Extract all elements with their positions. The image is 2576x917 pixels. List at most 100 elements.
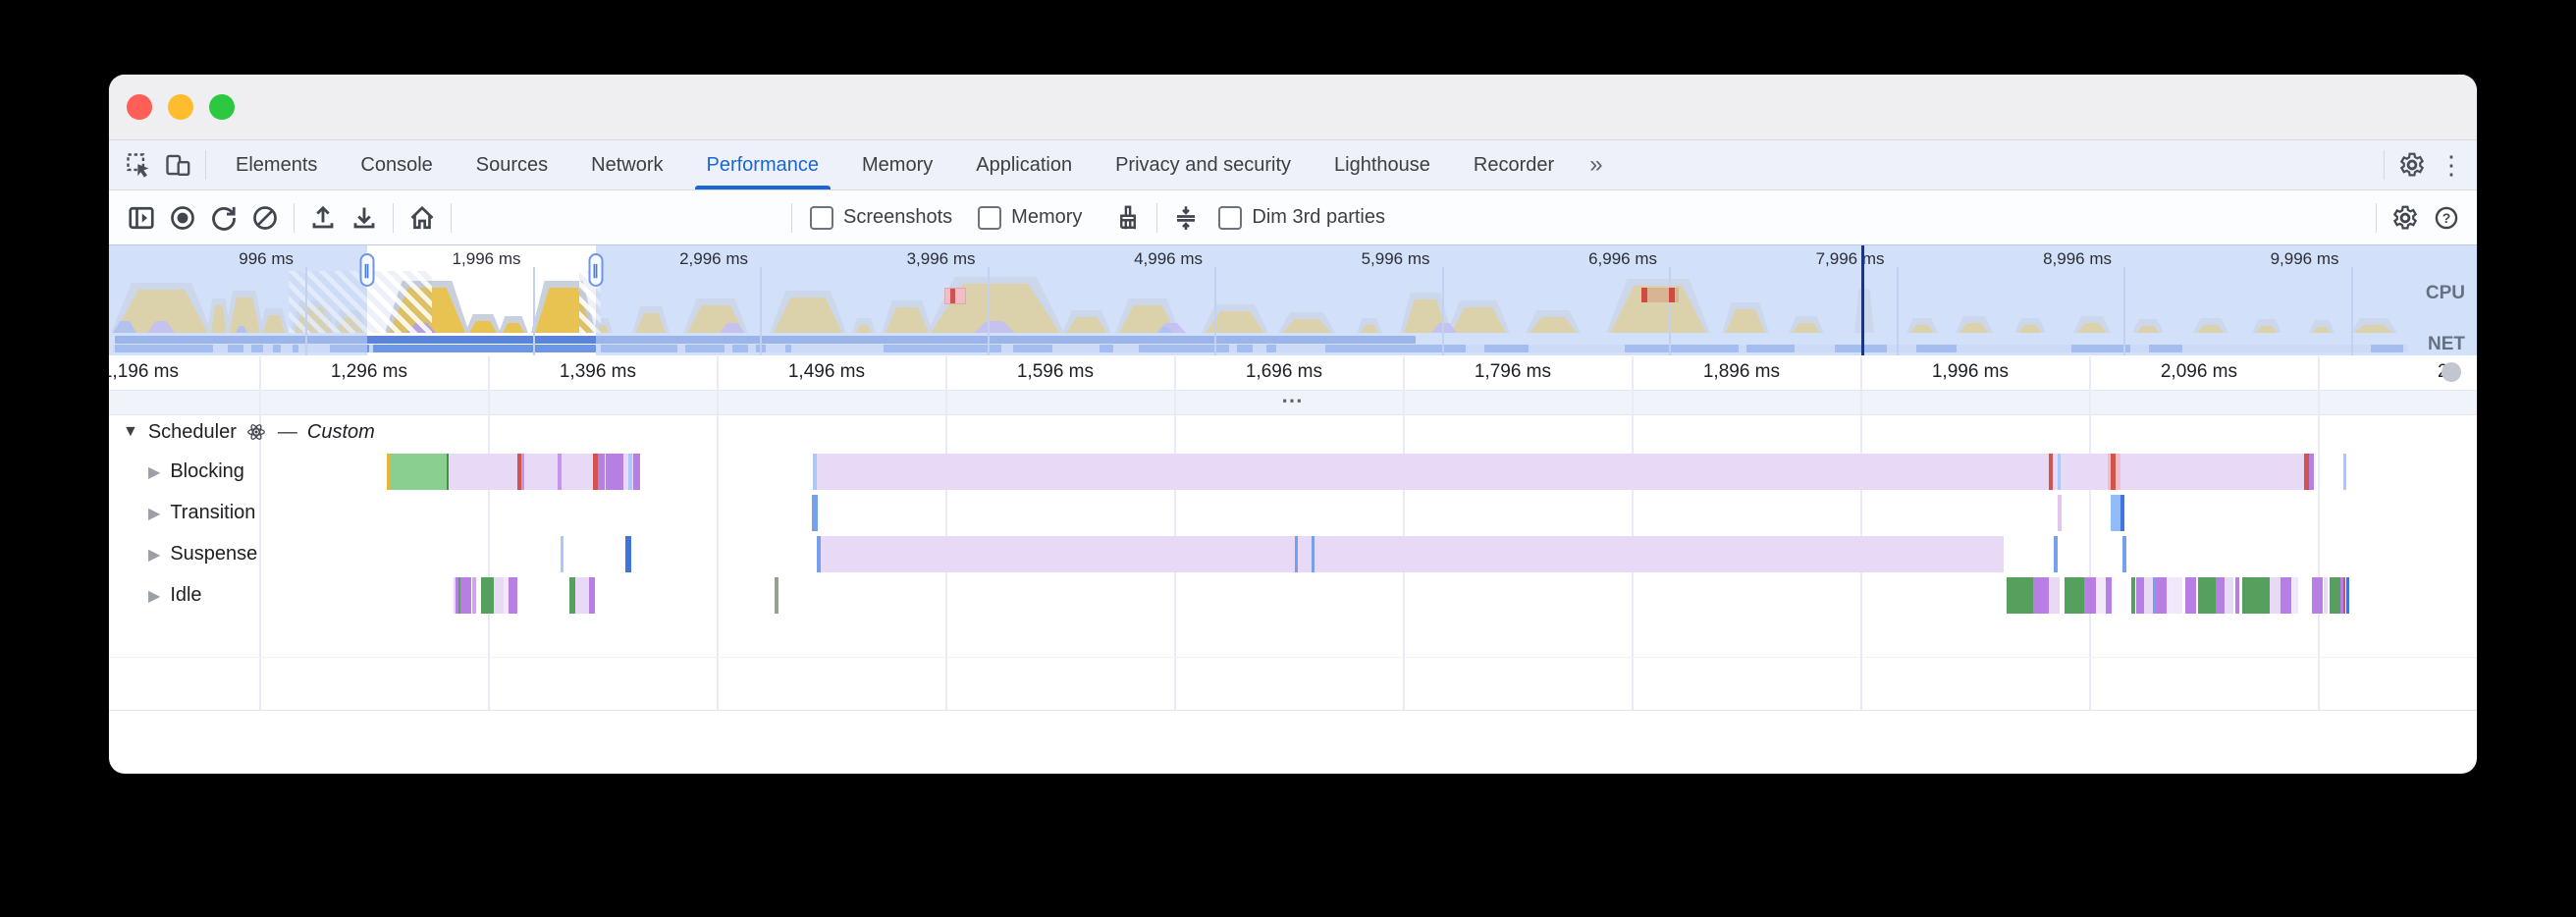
suspense-event-bar[interactable] <box>1295 536 1298 572</box>
suspense-event-bar[interactable] <box>625 536 631 572</box>
idle-event-bar[interactable] <box>2198 577 2216 614</box>
transition-event-bar[interactable] <box>2111 495 2121 531</box>
idle-event-bar[interactable] <box>460 577 471 614</box>
suspense-event-bar[interactable] <box>2122 536 2126 572</box>
idle-event-bar[interactable] <box>494 577 504 614</box>
blocking-event-bar[interactable] <box>2049 454 2053 490</box>
idle-event-bar[interactable] <box>589 577 595 614</box>
tab-performance[interactable]: Performance <box>685 140 841 189</box>
idle-event-bar[interactable] <box>2106 577 2112 614</box>
track-group-header[interactable]: ▼ Scheduler — Custom <box>123 417 375 447</box>
idle-event-bar[interactable] <box>2312 577 2323 614</box>
screenshot-marker[interactable] <box>944 288 966 304</box>
blocking-event-bar[interactable] <box>593 454 598 490</box>
device-toolbar-icon[interactable] <box>158 145 197 185</box>
transition-event-bar[interactable] <box>2058 495 2062 531</box>
idle-event-bar[interactable] <box>2136 577 2144 614</box>
clear-icon[interactable] <box>244 197 286 239</box>
tab-memory[interactable]: Memory <box>862 153 934 176</box>
minimize-button[interactable] <box>168 94 193 120</box>
tab-network[interactable]: Network <box>591 153 664 176</box>
blocking-event-bar[interactable] <box>2309 454 2314 490</box>
idle-event-bar[interactable] <box>509 577 517 614</box>
scrollbar-thumb[interactable] <box>2442 362 2461 382</box>
blocking-event-bar[interactable] <box>387 454 390 490</box>
idle-event-bar[interactable] <box>575 577 589 614</box>
blocking-event-bar[interactable] <box>2343 454 2346 490</box>
idle-event-bar[interactable] <box>2291 577 2298 614</box>
toggle-sidebar-icon[interactable] <box>121 197 162 239</box>
blocking-event-bar[interactable] <box>598 454 605 490</box>
reload-icon[interactable] <box>203 197 244 239</box>
more-tabs-icon[interactable]: » <box>1589 151 1603 178</box>
tab-lighthouse[interactable]: Lighthouse <box>1334 153 1430 176</box>
track-row-idle[interactable]: ▶Idle <box>148 577 202 614</box>
close-button[interactable] <box>127 94 152 120</box>
help-icon[interactable]: ? <box>2426 197 2467 239</box>
selection-handle-right[interactable]: ∥ <box>588 253 604 287</box>
playhead-line[interactable] <box>1861 245 1864 356</box>
idle-event-bar[interactable] <box>2330 577 2340 614</box>
settings-gear-icon[interactable] <box>2392 145 2432 185</box>
blocking-event-bar[interactable] <box>521 454 524 490</box>
blocking-event-bar[interactable] <box>606 454 623 490</box>
idle-event-bar[interactable] <box>504 577 509 614</box>
track-row-blocking[interactable]: ▶Blocking <box>148 454 244 490</box>
suspense-event-bar[interactable] <box>1312 536 1315 572</box>
idle-event-bar[interactable] <box>2185 577 2196 614</box>
track-row-suspense[interactable]: ▶Suspense <box>148 536 257 572</box>
checkbox-box[interactable] <box>810 205 833 230</box>
suspense-event-bar[interactable] <box>821 536 2004 572</box>
scheduler-tracks-panel[interactable]: ▼ Scheduler — Custom ▶Blocking ▶Transitio… <box>109 413 2477 711</box>
idle-event-bar[interactable] <box>2065 577 2084 614</box>
selection-handle-left[interactable]: ∥ <box>359 253 375 287</box>
more-options-icon[interactable]: ⋮ <box>2439 149 2464 180</box>
suspense-event-bar[interactable] <box>817 536 821 572</box>
transition-event-bar[interactable] <box>2120 495 2124 531</box>
download-profile-icon[interactable] <box>344 197 385 239</box>
idle-event-bar[interactable] <box>2235 577 2239 614</box>
idle-event-bar[interactable] <box>2156 577 2167 614</box>
upload-profile-icon[interactable] <box>302 197 344 239</box>
idle-event-bar[interactable] <box>2270 577 2281 614</box>
tab-console[interactable]: Console <box>360 153 433 176</box>
idle-event-bar[interactable] <box>2216 577 2225 614</box>
dim-3rd-parties-checkbox[interactable]: Dim 3rd parties <box>1218 205 1411 230</box>
lane-suspense[interactable] <box>109 536 2477 572</box>
idle-event-bar[interactable] <box>2343 577 2345 614</box>
collect-garbage-icon[interactable] <box>1107 197 1149 239</box>
blocking-event-bar[interactable] <box>447 454 449 490</box>
idle-event-bar[interactable] <box>2340 577 2343 614</box>
idle-event-bar[interactable] <box>2281 577 2291 614</box>
idle-event-bar[interactable] <box>2346 577 2349 614</box>
lane-blocking[interactable] <box>109 454 2477 490</box>
expander-closed-icon[interactable]: ▶ <box>148 463 161 481</box>
collapse-icon[interactable] <box>1165 197 1207 239</box>
idle-event-bar[interactable] <box>456 577 458 614</box>
inspect-icon[interactable] <box>119 145 158 185</box>
memory-checkbox[interactable]: Memory <box>978 205 1107 230</box>
expander-closed-icon[interactable]: ▶ <box>148 505 161 522</box>
tab-sources[interactable]: Sources <box>475 153 549 176</box>
track-row-transition[interactable]: ▶Transition <box>148 495 255 531</box>
blocking-event-bar[interactable] <box>813 454 817 490</box>
idle-event-bar[interactable] <box>454 577 456 614</box>
suspense-event-bar[interactable] <box>561 536 564 572</box>
transition-event-bar[interactable] <box>812 495 818 531</box>
suspense-event-bar[interactable] <box>2054 536 2058 572</box>
zoom-button[interactable] <box>209 94 235 120</box>
idle-event-bar[interactable] <box>2144 577 2153 614</box>
idle-event-bar[interactable] <box>2225 577 2233 614</box>
idle-event-bar[interactable] <box>472 577 476 614</box>
idle-event-bar[interactable] <box>481 577 494 614</box>
blocking-event-bar[interactable] <box>633 454 640 490</box>
checkbox-box[interactable] <box>1218 205 1243 230</box>
lane-transition[interactable] <box>109 495 2477 531</box>
home-icon[interactable] <box>402 197 443 239</box>
lane-idle[interactable] <box>109 577 2477 614</box>
expander-open-icon[interactable]: ▼ <box>123 423 138 440</box>
idle-event-bar[interactable] <box>2084 577 2096 614</box>
idle-event-bar[interactable] <box>2049 577 2060 614</box>
drag-handle-icon[interactable]: ⋯ <box>1281 387 1305 412</box>
